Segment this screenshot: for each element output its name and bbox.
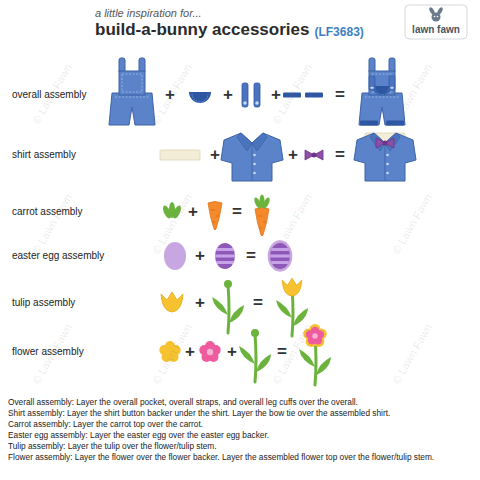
carrot-body bbox=[208, 202, 222, 231]
brand-logo-mark bbox=[405, 5, 467, 39]
shirt-button-backer bbox=[160, 150, 200, 160]
operator-symbol: + bbox=[165, 86, 175, 104]
assembled-cuff bbox=[386, 121, 404, 126]
assembled-strap bbox=[389, 76, 395, 90]
egg-backer bbox=[164, 242, 186, 270]
assembled-tulip bbox=[282, 278, 302, 296]
assembled-shirt bbox=[354, 133, 416, 181]
row-label: easter egg assembly bbox=[12, 250, 104, 262]
carrot-row-art bbox=[161, 195, 271, 237]
operator-symbol: + bbox=[223, 86, 233, 104]
overall-row-art bbox=[109, 58, 405, 126]
assembled-bow bbox=[376, 138, 394, 148]
instruction-line: Carrot assembly: Layer the carrot top ov… bbox=[8, 419, 448, 430]
assembled-pocket bbox=[373, 86, 392, 95]
carrot-top bbox=[161, 202, 182, 220]
watermark: © Lawn Fawn bbox=[390, 192, 434, 256]
row-label: carrot assembly bbox=[12, 206, 83, 218]
overall-cuff bbox=[305, 93, 323, 98]
overall-cuff bbox=[283, 93, 301, 98]
watermark: © Lawn Fawn bbox=[30, 322, 74, 386]
overall-strap bbox=[254, 83, 260, 107]
operator-symbol: = bbox=[253, 294, 263, 312]
operator-symbol: + bbox=[288, 146, 298, 164]
flower-stem bbox=[212, 280, 244, 333]
flower-top bbox=[199, 341, 220, 362]
subtitle: a little inspiration for... bbox=[95, 7, 202, 20]
easter-egg bbox=[213, 243, 237, 269]
logo-frame bbox=[405, 5, 467, 39]
overall-piece bbox=[109, 58, 155, 125]
shirt-row-art bbox=[160, 133, 416, 181]
assembled-carrot-top bbox=[253, 195, 271, 210]
overall-pocket bbox=[189, 92, 211, 103]
assembled-cuff bbox=[360, 121, 378, 126]
flower-row-art bbox=[159, 324, 331, 385]
deer-head bbox=[432, 13, 441, 22]
assembled-egg-backer bbox=[268, 240, 293, 271]
assembled-flower-backer bbox=[303, 324, 327, 347]
row-label: tulip assembly bbox=[12, 297, 75, 309]
operator-symbol: + bbox=[195, 247, 205, 265]
operator-symbol: = bbox=[232, 203, 242, 221]
page-title: build-a-bunny accessories bbox=[95, 20, 309, 40]
assembled-flower-top bbox=[306, 327, 324, 345]
instruction-line: Tulip assembly: Layer the tulip over the… bbox=[8, 441, 448, 452]
operator-symbol: + bbox=[195, 294, 205, 312]
watermark: © Lawn Fawn bbox=[390, 322, 434, 386]
assembled-overall bbox=[359, 58, 405, 125]
operator-symbol: = bbox=[277, 343, 287, 361]
assembled-carrot bbox=[255, 208, 269, 237]
overall-strap bbox=[242, 83, 248, 107]
operator-symbol: + bbox=[210, 146, 220, 164]
operator-symbol: = bbox=[335, 146, 345, 164]
operator-symbol: + bbox=[188, 203, 198, 221]
operator-symbol: = bbox=[246, 247, 256, 265]
operator-symbol: + bbox=[227, 343, 237, 361]
watermark: © Lawn Fawn bbox=[150, 62, 194, 126]
egg-row-art bbox=[164, 240, 292, 271]
watermark: © Lawn Fawn bbox=[30, 62, 74, 126]
brand-logo: lawn fawn bbox=[412, 24, 460, 36]
operator-symbol: + bbox=[271, 86, 281, 104]
shirt-piece bbox=[221, 133, 283, 181]
row-label: flower assembly bbox=[12, 346, 84, 358]
instruction-line: Flower assembly: Layer the flower over t… bbox=[8, 452, 448, 463]
instruction-line: Overall assembly: Layer the overall pock… bbox=[8, 397, 448, 408]
assembled-egg bbox=[268, 243, 292, 269]
flower-backer bbox=[159, 341, 180, 362]
tulip-head bbox=[161, 292, 183, 312]
operator-symbol: + bbox=[185, 343, 195, 361]
flower-stem bbox=[239, 329, 271, 382]
bow-tie bbox=[305, 150, 323, 160]
product-code: (LF3683) bbox=[314, 25, 363, 39]
instruction-line: Shirt assembly: Layer the shirt button b… bbox=[8, 408, 448, 419]
row-label: shirt assembly bbox=[12, 149, 76, 161]
assembled-strap bbox=[369, 76, 375, 90]
deer-eye bbox=[434, 16, 436, 18]
deer-eye bbox=[437, 16, 439, 18]
tulip-row-art bbox=[161, 278, 308, 336]
instruction-line: Easter egg assembly: Layer the easter eg… bbox=[8, 430, 448, 441]
operator-symbol: = bbox=[335, 86, 345, 104]
row-label: overall assembly bbox=[12, 89, 86, 101]
watermark: © Lawn Fawn bbox=[30, 192, 74, 256]
